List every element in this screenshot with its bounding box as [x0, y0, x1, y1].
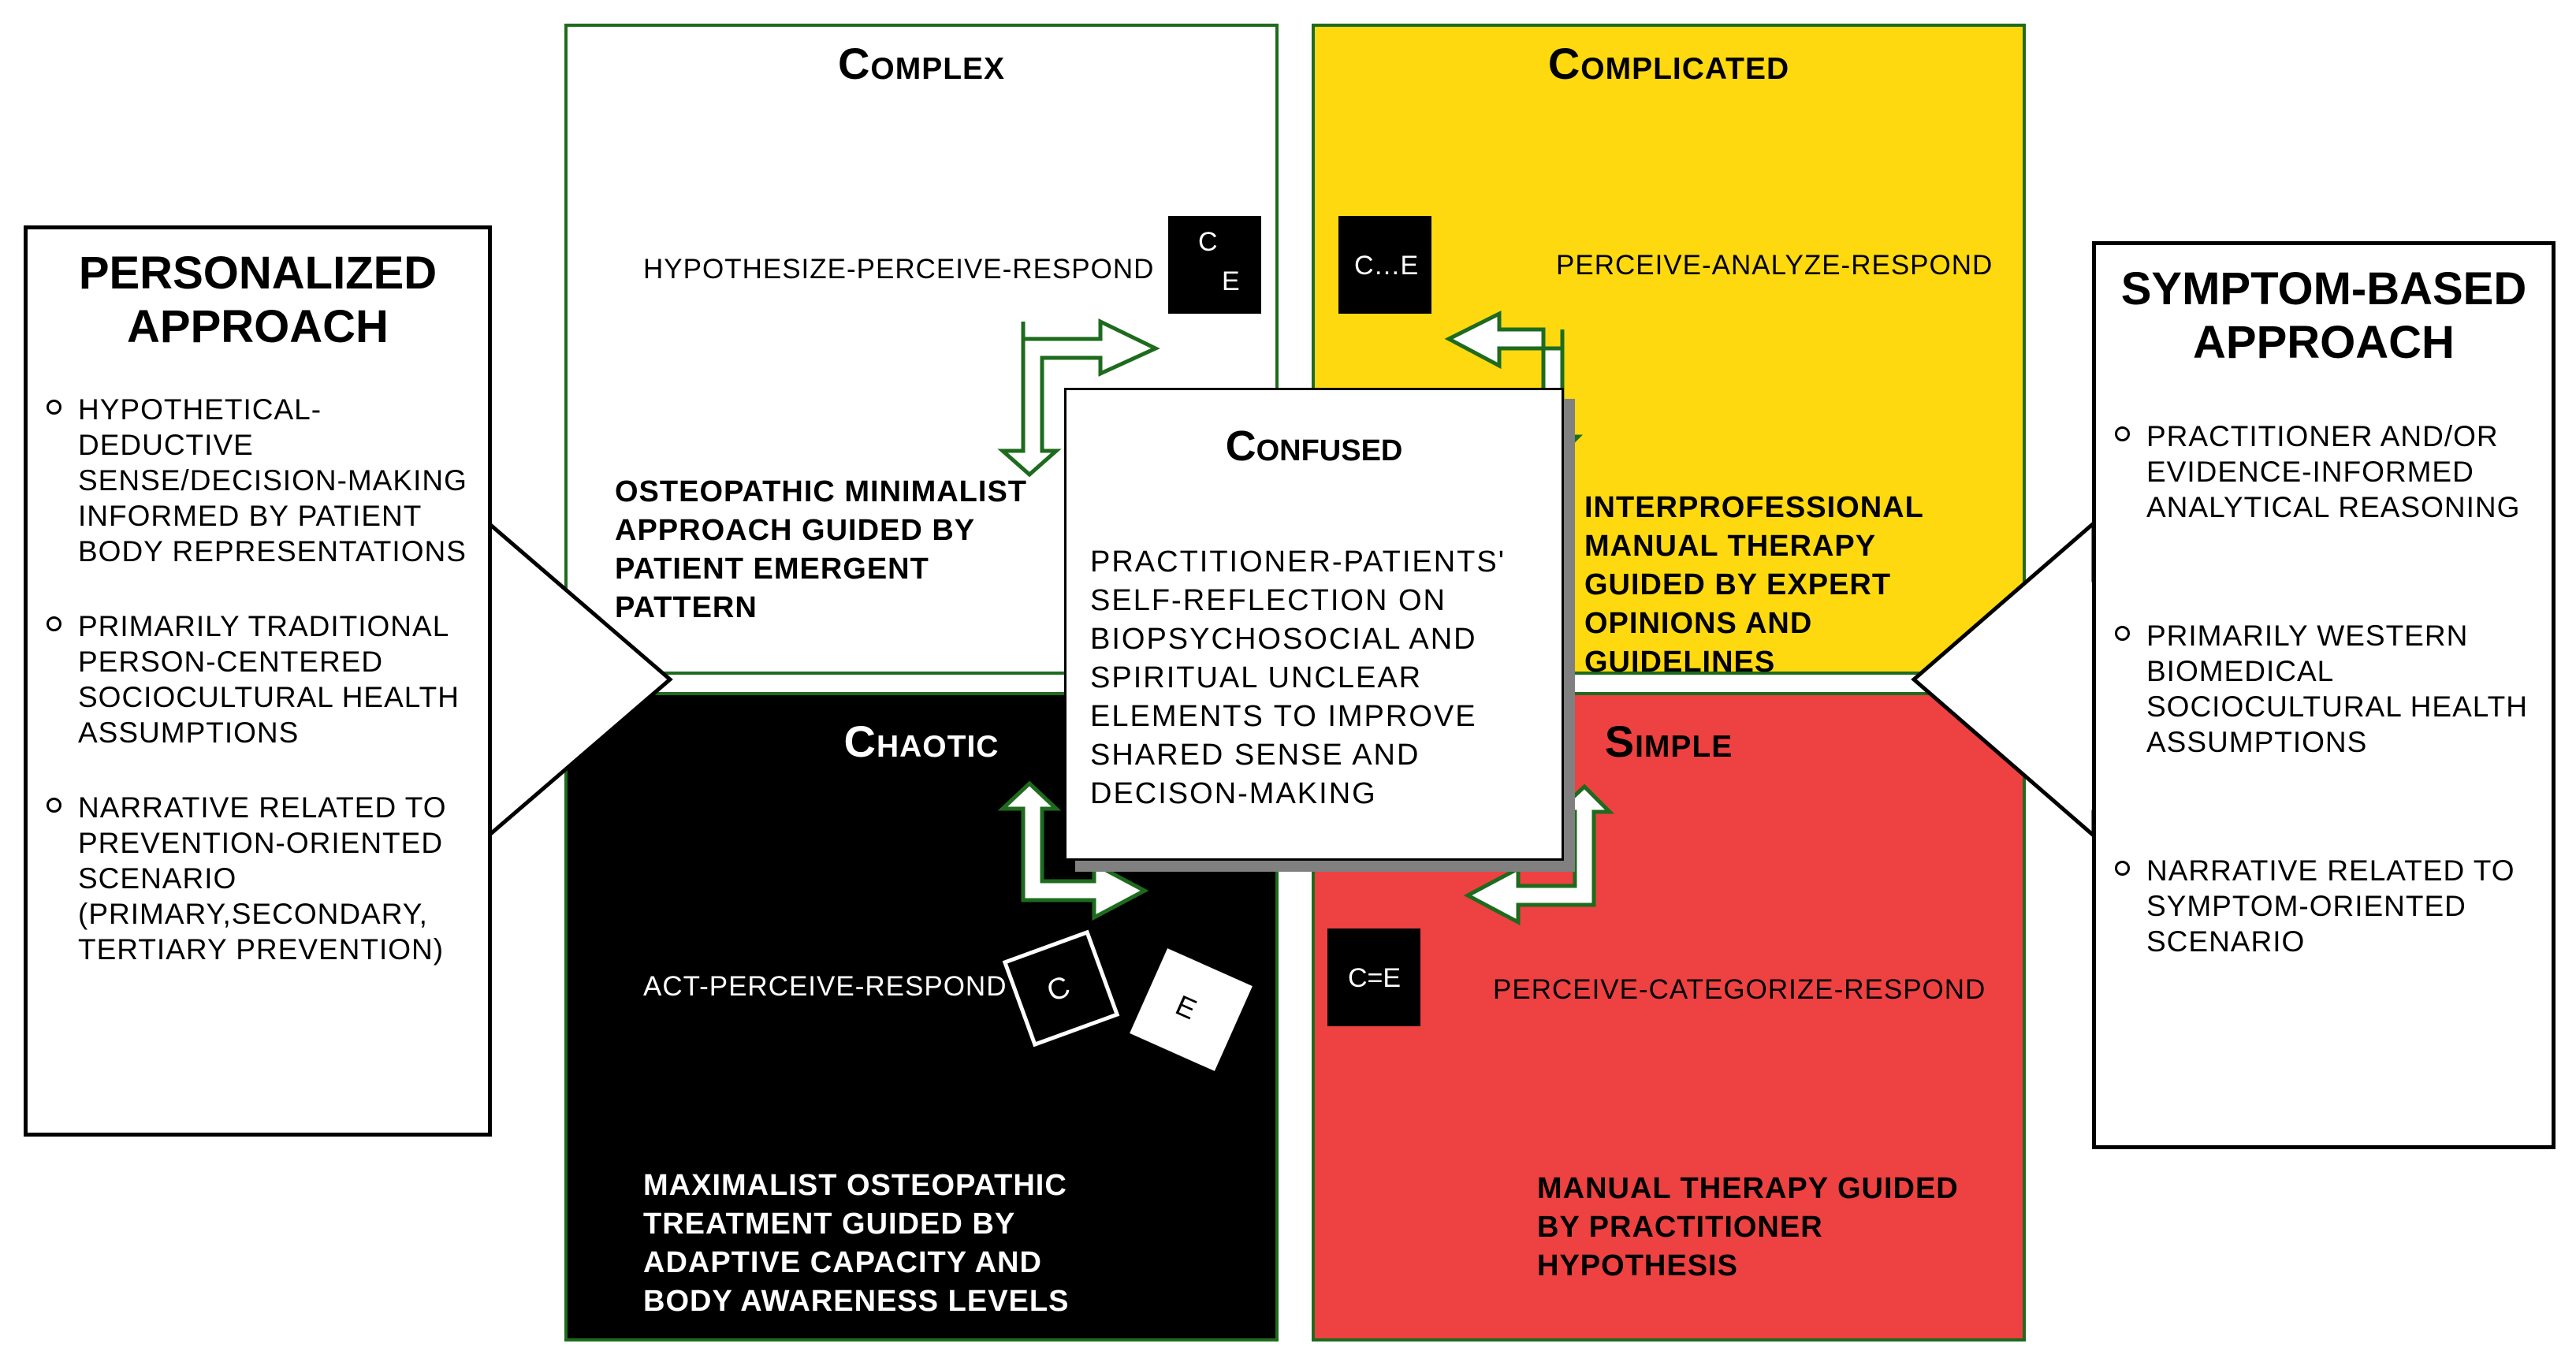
center-confused-box: Confused PRACTITIONER-PATIENTS' SELF-REF…	[1064, 388, 1564, 861]
complicated-badge-text: C…E	[1354, 251, 1419, 281]
complicated-cause-effect-badge: C…E	[1338, 216, 1431, 314]
complex-badge-cause: C	[1198, 227, 1218, 257]
quadrant-chaotic-description: MAXIMALIST OSTEOPATHIC TREATMENT GUIDED …	[643, 1169, 1070, 1318]
double-arrow-bottom-right	[1463, 783, 1615, 926]
right-approach-arrow-shape	[1911, 519, 2104, 840]
right-panel-title: SYMPTOM-BASED APPROACH	[2120, 263, 2527, 368]
simple-cause-effect-badge: C=E	[1327, 928, 1420, 1026]
quadrant-complicated-description: INTERPROFESSIONAL MANUAL THERAPY GUIDED …	[1584, 491, 1924, 679]
quadrant-complex-title: Complex	[837, 39, 1006, 88]
list-item: HYPOTHETICAL-DEDUCTIVE SENSE/DECISION-MA…	[35, 392, 485, 569]
quadrant-simple-process: PERCEIVE-CATEGORIZE-RESPOND	[1493, 974, 1986, 1005]
list-item: PRACTITIONER AND/OR EVIDENCE-INFORMED AN…	[2104, 419, 2550, 525]
list-item: PRIMARILY WESTERN BIOMEDICAL SOCIOCULTUR…	[2104, 618, 2550, 760]
quadrant-complex: Complex HYPOTHESIZE-PERCEIVE-RESPOND C E…	[564, 24, 1279, 675]
quadrant-simple-description: MANUAL THERAPY GUIDED BY PRACTITIONER HY…	[1537, 1172, 1959, 1282]
complex-badge-effect: E	[1222, 266, 1240, 296]
list-item: NARRATIVE RELATED TO SYMPTOM-ORIENTED SC…	[2104, 853, 2550, 959]
bullet-icon	[2115, 861, 2130, 876]
bullet-icon	[47, 400, 61, 415]
center-confused-text: PRACTITIONER-PATIENTS' SELF-REFLECTION O…	[1090, 545, 1506, 810]
right-panel-symptom-based: SYMPTOM-BASED APPROACH PRACTITIONER AND/…	[2092, 241, 2556, 1149]
bullet-icon	[47, 798, 61, 813]
quadrant-simple-title: Simple	[1604, 716, 1733, 766]
complex-cause-effect-badge: C E	[1168, 216, 1261, 314]
bullet-icon	[2115, 626, 2130, 641]
quadrant-complex-process: HYPOTHESIZE-PERCEIVE-RESPOND	[643, 254, 1155, 285]
simple-badge-text: C=E	[1348, 963, 1402, 993]
bullet-icon	[2115, 426, 2130, 441]
quadrant-complex-description: OSTEOPATHIC MINIMALIST APPROACH GUIDED B…	[615, 475, 1028, 624]
quadrant-chaotic-process: ACT-PERCEIVE-RESPOND	[643, 971, 1007, 1002]
right-panel-list: PRACTITIONER AND/OR EVIDENCE-INFORMED AN…	[2104, 419, 2550, 999]
quadrant-complicated-title: Complicated	[1547, 39, 1790, 88]
quadrant-complicated-process: PERCEIVE-ANALYZE-RESPOND	[1556, 250, 1993, 281]
left-panel-title: PERSONALIZED APPROACH	[78, 247, 437, 352]
bullet-icon	[47, 616, 61, 631]
left-panel-list: HYPOTHETICAL-DEDUCTIVE SENSE/DECISION-MA…	[35, 392, 485, 1007]
center-confused-title: Confused	[1225, 422, 1403, 470]
list-item: NARRATIVE RELATED TO PREVENTION-ORIENTED…	[35, 790, 485, 967]
list-item: PRIMARILY TRADITIONAL PERSON-CENTERED SO…	[35, 608, 485, 750]
double-arrow-bottom-left	[997, 780, 1149, 921]
quadrant-chaotic-title: Chaotic	[843, 716, 1000, 766]
left-approach-arrow-shape	[478, 519, 673, 840]
double-arrow-top-left	[997, 318, 1160, 478]
left-panel-personalized: PERSONALIZED APPROACH HYPOTHETICAL-DEDUC…	[24, 225, 492, 1137]
